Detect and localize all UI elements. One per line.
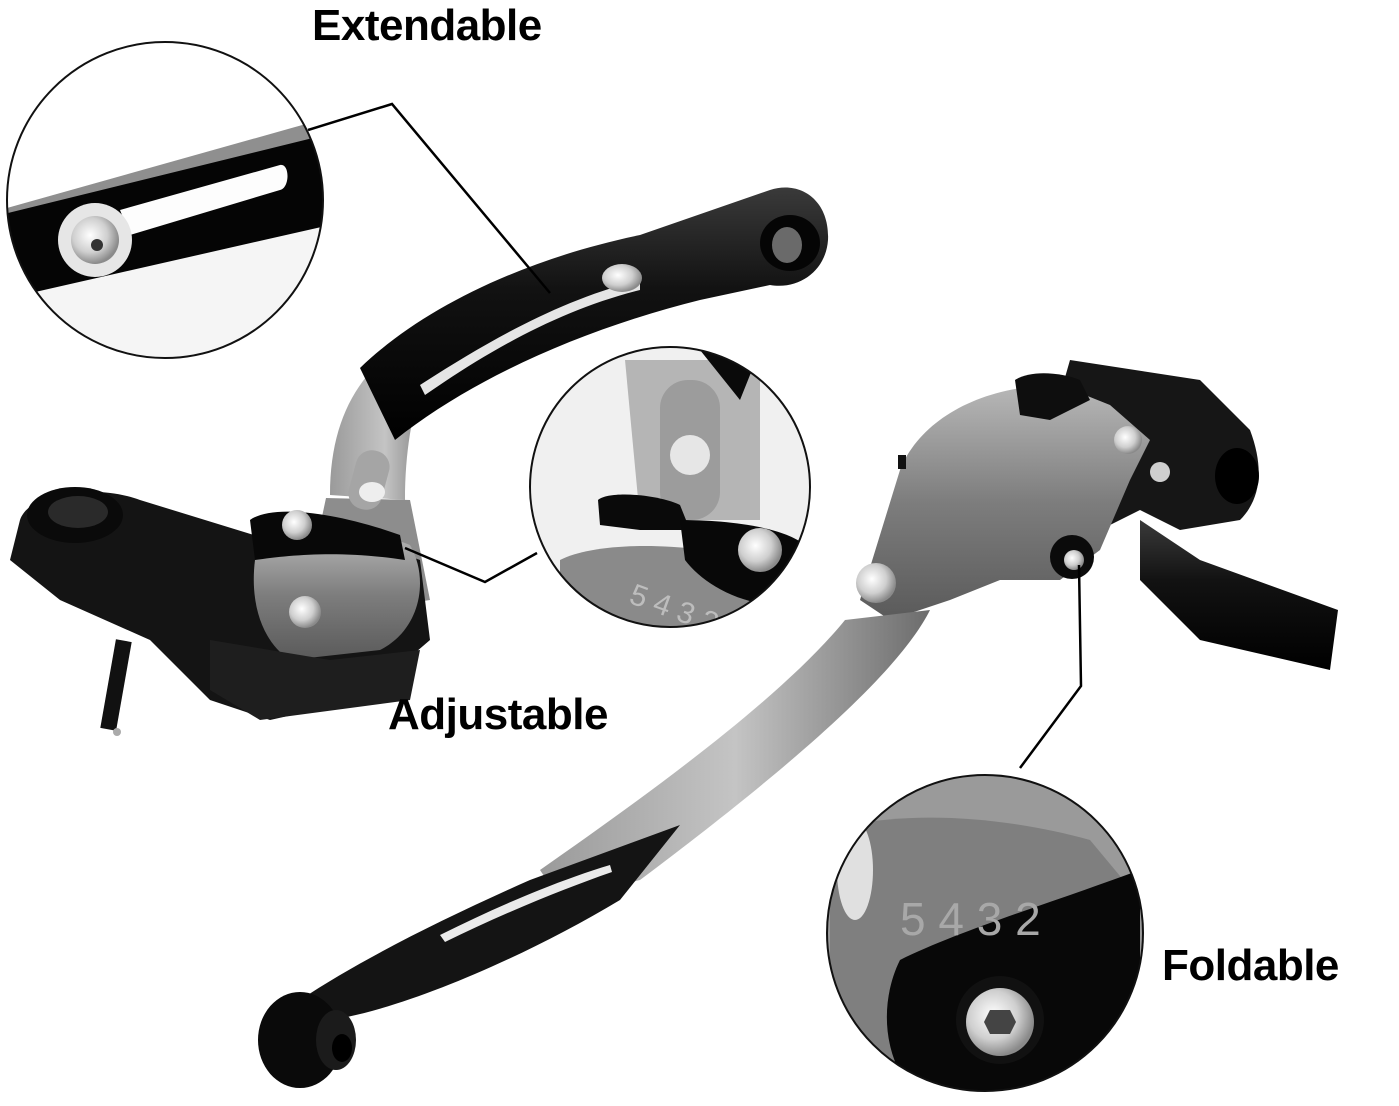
left-lever (10, 187, 829, 736)
foldable-leader-line (1018, 564, 1083, 769)
extendable-callout (6, 41, 551, 359)
extendable-label: Extendable (312, 1, 542, 50)
adjustable-leader-line (404, 546, 538, 584)
adjustable-label: Adjustable (388, 690, 608, 739)
svg-text:5 4 3 2: 5 4 3 2 (900, 893, 1041, 945)
right-lever (258, 360, 1338, 1088)
extendable-leader-line (307, 102, 551, 294)
foldable-callout: 5 4 3 2 (826, 564, 1144, 1092)
foldable-label: Foldable (1162, 941, 1339, 990)
